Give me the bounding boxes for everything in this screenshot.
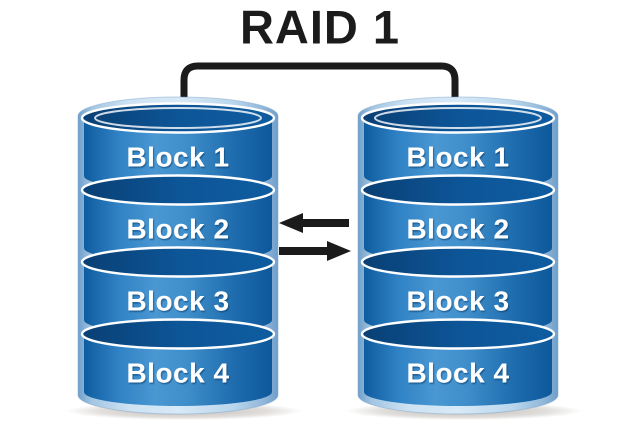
block-label: Block 3 bbox=[126, 286, 229, 317]
platter-top-inner-ring bbox=[94, 107, 262, 129]
block-band bbox=[364, 118, 552, 190]
block-band bbox=[84, 334, 272, 406]
block-label: Block 1 bbox=[126, 142, 229, 173]
block-label: Block 2 bbox=[126, 214, 229, 245]
block-label: Block 2 bbox=[406, 214, 509, 245]
disk-right: Block 1 Block 2 Block 3 Block 4 bbox=[357, 96, 559, 415]
block-band bbox=[364, 334, 552, 406]
platter-top-ellipse bbox=[80, 318, 276, 350]
sync-arrow-right-icon bbox=[279, 241, 351, 261]
block-band bbox=[84, 118, 272, 190]
diagram-title: RAID 1 bbox=[240, 1, 400, 54]
block-band bbox=[364, 262, 552, 334]
mirror-connector bbox=[180, 62, 459, 124]
block-band bbox=[84, 262, 272, 334]
platter-top-inner-ring bbox=[374, 107, 542, 129]
block-label: Block 1 bbox=[406, 142, 509, 173]
block-label: Block 3 bbox=[406, 286, 509, 317]
block-band bbox=[84, 190, 272, 262]
block-band bbox=[364, 190, 552, 262]
sync-arrow-left-icon bbox=[279, 213, 349, 233]
platter-top-ellipse bbox=[360, 318, 556, 350]
platter-top-ellipse bbox=[360, 246, 556, 278]
platter-top-ellipse bbox=[80, 246, 276, 278]
platter-top-ellipse bbox=[360, 174, 556, 206]
disk-left: Block 1 Block 2 Block 3 Block 4 bbox=[77, 96, 279, 415]
platter-top-ellipse bbox=[80, 174, 276, 206]
block-label: Block 4 bbox=[126, 358, 229, 389]
block-label: Block 4 bbox=[406, 358, 509, 389]
